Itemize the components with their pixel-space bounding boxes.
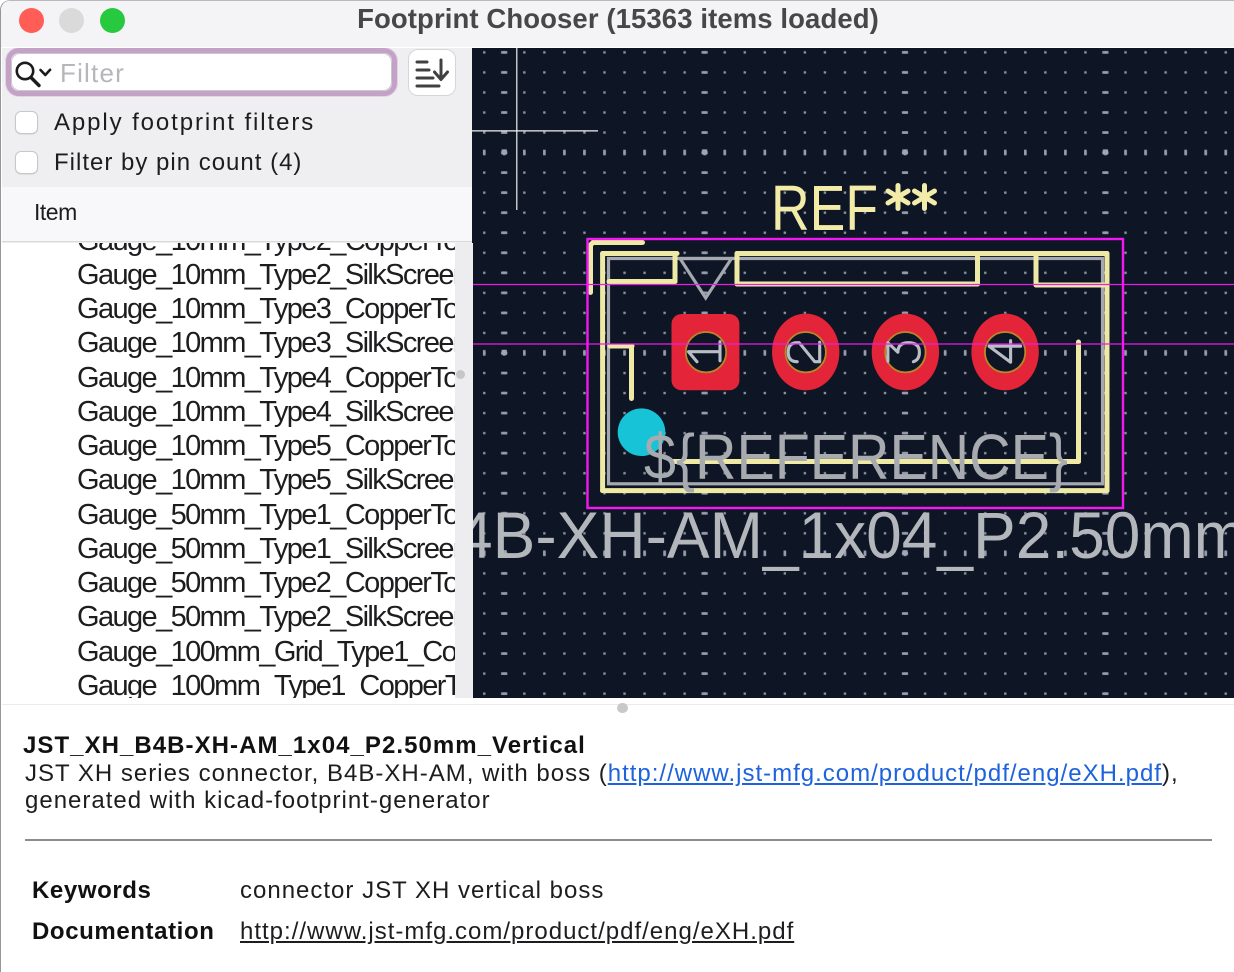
svg-text:4B-XH-AM_1x04_P2.50mm: 4B-XH-AM_1x04_P2.50mm [472, 498, 1234, 572]
svg-text:${REFERENCE}: ${REFERENCE} [644, 421, 1068, 493]
svg-text:REF: REF [771, 172, 878, 244]
